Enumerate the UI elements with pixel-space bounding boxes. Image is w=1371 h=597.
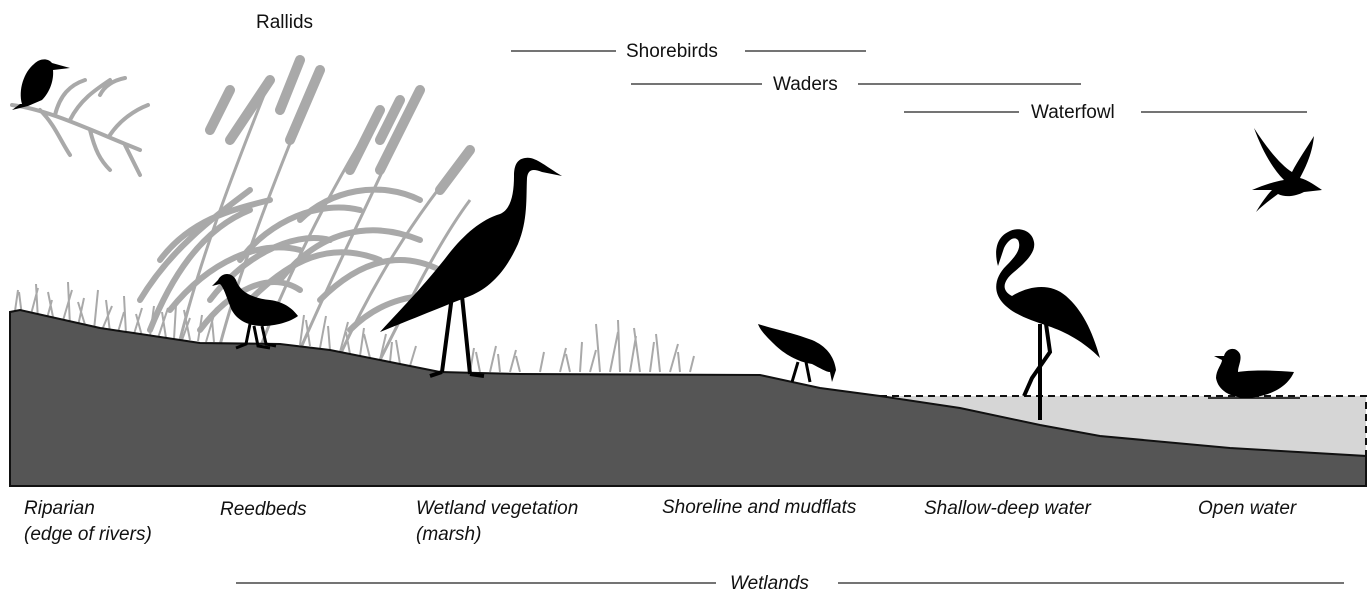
swallow-icon bbox=[1252, 128, 1322, 212]
sandpiper-icon bbox=[758, 324, 836, 382]
habitat-label-riparian-line2: (edge of rivers) bbox=[24, 522, 152, 548]
habitat-label-marsh: Wetland vegetation (marsh) bbox=[416, 496, 578, 547]
habitat-label-riparian: Riparian (edge of rivers) bbox=[24, 496, 152, 547]
group-label-waders: Waders bbox=[773, 72, 838, 98]
crane-icon bbox=[380, 158, 562, 376]
habitat-label-marsh-line2: (marsh) bbox=[416, 522, 578, 548]
group-label-wetlands: Wetlands bbox=[730, 571, 809, 597]
habitat-label-riparian-line1: Riparian bbox=[24, 496, 152, 522]
group-label-waterfowl: Waterfowl bbox=[1031, 100, 1115, 126]
habitat-label-open: Open water bbox=[1198, 496, 1296, 522]
flamingo-icon bbox=[996, 229, 1100, 420]
duck-icon bbox=[1208, 349, 1300, 398]
habitat-label-reedbeds: Reedbeds bbox=[220, 497, 307, 523]
group-label-rallids: Rallids bbox=[256, 10, 313, 36]
habitat-label-shoreline: Shoreline and mudflats bbox=[662, 495, 856, 521]
habitat-label-shallow: Shallow-deep water bbox=[924, 496, 1091, 522]
habitat-label-marsh-line1: Wetland vegetation bbox=[416, 496, 578, 522]
group-label-shorebirds: Shorebirds bbox=[626, 39, 718, 65]
